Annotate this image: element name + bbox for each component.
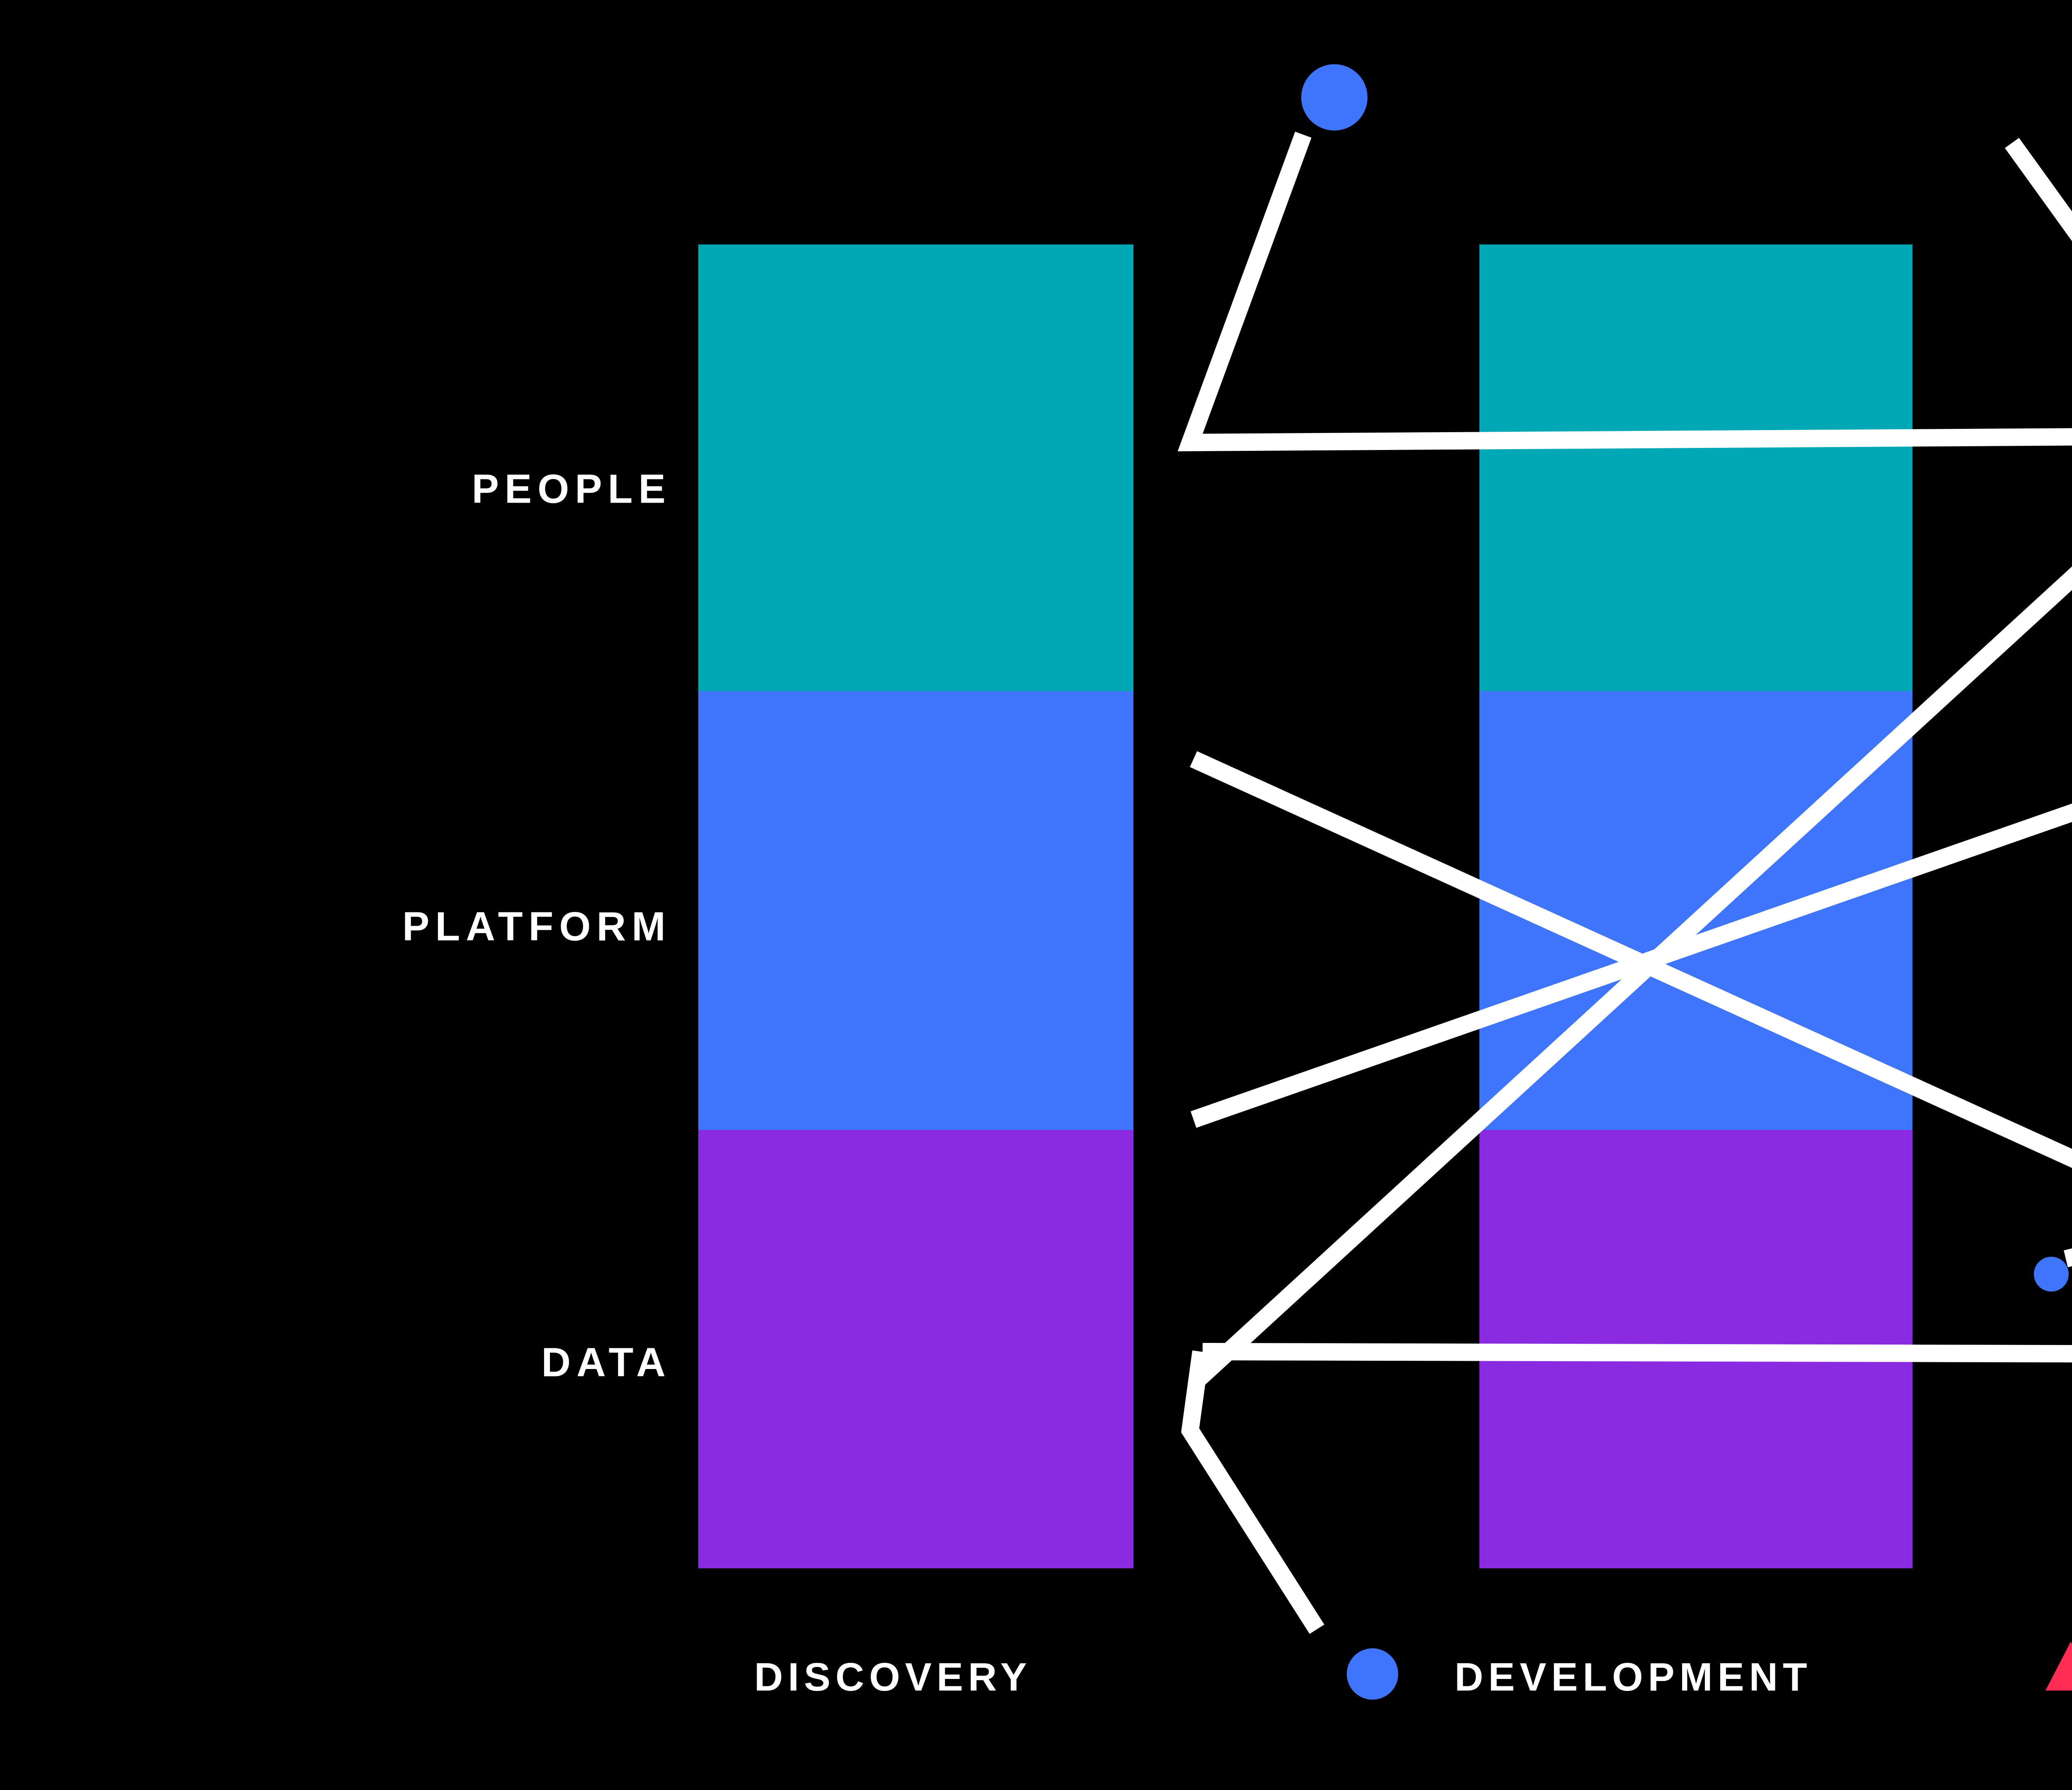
bar-development-people bbox=[1479, 244, 1912, 691]
connector-lines bbox=[1177, 131, 2072, 1634]
row-label-data: DATA bbox=[541, 1339, 671, 1385]
bar-discovery-people bbox=[698, 244, 1133, 691]
bar-discovery-platform bbox=[698, 691, 1133, 1130]
path-lower-ascending bbox=[1191, 566, 2072, 1387]
row-label-platform: PLATFORM bbox=[402, 903, 671, 949]
bar-discovery-data bbox=[698, 1130, 1133, 1568]
path-bottom-horizontal bbox=[1202, 1343, 2072, 1363]
path-top-right-hook bbox=[2004, 138, 2072, 241]
marker-circle-middle[interactable] bbox=[2034, 1257, 2069, 1292]
bar-group-discovery bbox=[698, 244, 1133, 1568]
row-label-people: PEOPLE bbox=[472, 466, 671, 512]
path-bottom-left-v bbox=[1181, 1350, 1324, 1634]
marker-circle-top[interactable] bbox=[1301, 64, 1368, 131]
marker-triangle-red[interactable] bbox=[2045, 1642, 2072, 1691]
column-label-development: DEVELOPMENT bbox=[1455, 1655, 1812, 1699]
marker-circle-bottom[interactable] bbox=[1347, 1648, 1398, 1700]
path-right-v bbox=[2064, 1248, 2072, 1268]
column-label-discovery: DISCOVERY bbox=[754, 1655, 1032, 1699]
path-upper-descending bbox=[1190, 751, 2072, 1168]
path-top-left-hook bbox=[1177, 131, 2072, 452]
path-diagonal-mid bbox=[1191, 803, 2072, 1128]
